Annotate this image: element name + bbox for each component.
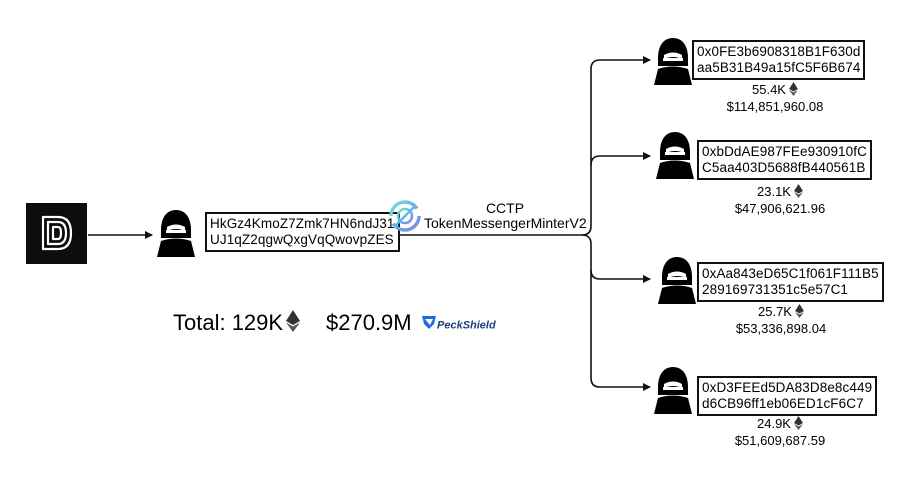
bridge-label-line2: TokenMessengerMinterV2 [424, 215, 587, 231]
branch-recipient-3 [590, 269, 651, 283]
ethereum-icon [795, 304, 804, 321]
recipient-address-line1: 0xAa843eD65C1f061F111B5 [702, 266, 879, 281]
ethereum-icon [789, 82, 798, 99]
source-address-box: HkGz4KmoZ7Zmk7HN6ndJ31 UJ1qZ2qgwQxgVqQwo… [205, 212, 400, 252]
bridge-label: CCTP TokenMessengerMinterV2 [424, 200, 587, 231]
branch-trunk [581, 56, 651, 236]
source-address-line1: HkGz4KmoZ7Zmk7HN6ndJ31 [210, 216, 395, 231]
peckshield-brand: PeckShield [421, 314, 496, 332]
total-usd: $270.9M [326, 310, 412, 335]
branch-down [581, 234, 651, 391]
recipient-eth-amount: 25.7K [758, 304, 792, 319]
ethereum-icon [794, 416, 803, 433]
recipient-usd-amount: $53,336,898.04 [735, 321, 827, 337]
recipient-address-line1: 0xbDdAE987FEe930910fC [702, 144, 867, 159]
recipient-usd-amount: $47,906,621.96 [734, 201, 826, 217]
recipient-amounts: 23.1K $47,906,621.96 [705, 184, 855, 216]
hooded-hacker-icon [156, 208, 196, 258]
recipient-address-box: 0xAa843eD65C1f061F111B5 289169731351c5e5… [697, 262, 884, 302]
peckshield-logo-icon [421, 314, 437, 335]
total-eth-text: Total: 129K [173, 310, 284, 335]
hooded-hacker-icon [655, 130, 695, 180]
recipient-address-box: 0xbDdAE987FEe930910fC C5aa403D5688fB4405… [697, 140, 872, 180]
ethereum-icon [286, 310, 301, 338]
recipient-usd-amount: $51,609,687.59 [734, 433, 826, 449]
recipient-amounts: 24.9K $51,609,687.59 [705, 416, 855, 448]
exchange-logo-icon [26, 203, 87, 264]
hooded-hacker-icon [653, 365, 693, 415]
recipient-usd-amount: $114,851,960.08 [726, 99, 824, 115]
peckshield-text: PeckShield [437, 319, 496, 332]
recipient-address-line2: d6CB96ff1eb06ED1cF6C7 [702, 396, 864, 411]
ethereum-icon [794, 184, 803, 201]
recipient-amounts: 25.7K $53,336,898.04 [706, 304, 856, 336]
recipient-address-line1: 0xD3FEEd5DA83D8e8c449 [702, 380, 873, 395]
source-address-line2: UJ1qZ2qgwQxgVqQwovpZES [210, 232, 394, 247]
branch-recipient-2 [590, 152, 651, 166]
recipient-eth-amount: 24.9K [757, 416, 791, 431]
recipient-address-box: 0x0FE3b6908318B1F630d aa5B31B49a15fC5F6B… [692, 40, 866, 80]
recipient-address-line2: C5aa403D5688fB440561B [702, 160, 866, 175]
recipient-eth-amount: 23.1K [757, 184, 791, 199]
recipient-eth-amount: 55.4K [752, 82, 786, 97]
recipient-address-line2: aa5B31B49a15fC5F6B674 [697, 60, 861, 75]
recipient-amounts: 55.4K $114,851,960.08 [700, 82, 850, 114]
total-eth: Total: 129K [173, 310, 301, 338]
hooded-hacker-icon [653, 36, 693, 86]
bridge-label-line1: CCTP [485, 200, 525, 216]
recipient-address-line1: 0x0FE3b6908318B1F630d [697, 44, 861, 59]
circle-cctp-icon [388, 199, 422, 233]
recipient-address-box: 0xD3FEEd5DA83D8e8c449 d6CB96ff1eb06ED1cF… [697, 376, 878, 416]
hooded-hacker-icon [657, 255, 697, 305]
recipient-address-line2: 289169731351c5e57C1 [702, 282, 849, 297]
